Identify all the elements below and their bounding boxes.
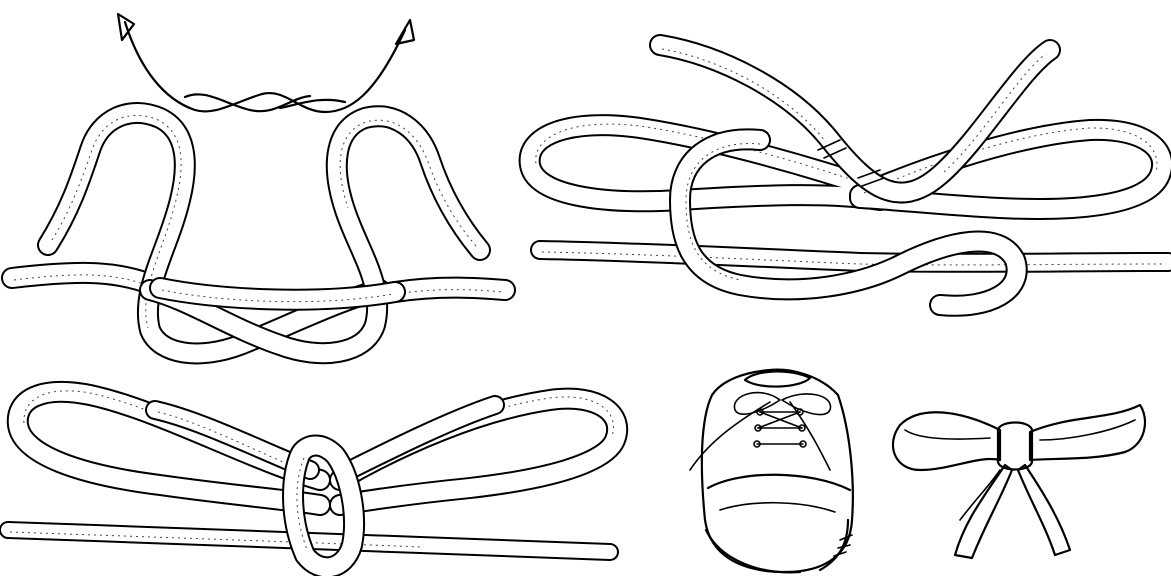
shoe-illustration [690,370,853,573]
base-rope-middle [160,288,395,302]
ribbon-bow-illustration [893,405,1145,558]
step-2-panel [530,45,1168,306]
step-3-panel [8,391,617,568]
step-1-panel [12,14,505,353]
twist-arrows [118,14,414,112]
base-rope-2 [540,250,1168,265]
crossing-strand-2 [660,45,1050,193]
